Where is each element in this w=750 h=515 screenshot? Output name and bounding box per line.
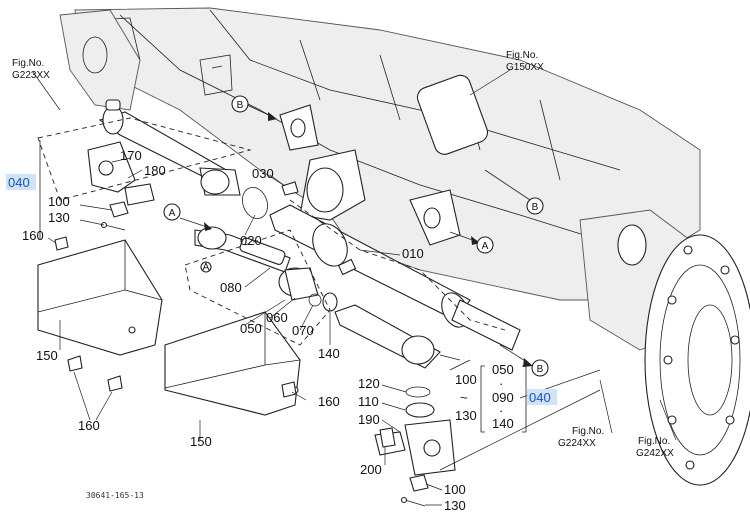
arrow-a1-head: [204, 222, 212, 231]
callout-200[interactable]: 200: [360, 462, 382, 477]
fig-ref-g224-line1: Fig.No.: [572, 426, 604, 437]
callout-130-bottom[interactable]: 130: [444, 498, 466, 513]
callout-150-right[interactable]: 150: [190, 434, 212, 449]
snap-ring-020: [242, 187, 268, 219]
callout-150-left[interactable]: 150: [36, 348, 58, 363]
callout-040-left-highlight: [6, 174, 36, 190]
callout-040-right-highlight: [527, 389, 557, 405]
callout-010[interactable]: 010: [402, 246, 424, 261]
callout-120[interactable]: 120: [358, 376, 380, 391]
range-left-top: 100: [455, 372, 477, 387]
marker-b1-circle: [231, 95, 249, 113]
marker-a3: A: [482, 241, 489, 252]
marker-a1: A: [169, 208, 176, 219]
callout-100-bottom[interactable]: 100: [444, 482, 466, 497]
fig-ref-g224-line2: G224XX: [558, 438, 596, 449]
group-box-right: [289, 199, 506, 331]
marker-b3: B: [537, 364, 544, 375]
callout-160-bottom[interactable]: 160: [78, 418, 100, 433]
marker-b2-circle: [526, 197, 544, 215]
bolt-160-left: [54, 236, 69, 251]
range-right-mid: 090: [492, 390, 514, 405]
arrow-b1-head: [268, 112, 277, 121]
left-knuckle: [59, 9, 141, 111]
knuckle-arm-170: [87, 141, 155, 206]
cotter-pin-130-bottom: [400, 496, 426, 507]
group-box-center: [184, 229, 331, 346]
clip-070: [308, 293, 322, 307]
nut-100-bottom: [409, 474, 429, 492]
arrow-b2-line: [484, 169, 531, 201]
fig-ref-g242-line1: Fig.No.: [638, 436, 670, 447]
callout-170[interactable]: 170: [120, 148, 142, 163]
callout-040-right[interactable]: 040: [529, 390, 551, 405]
callout-020[interactable]: 020: [240, 233, 262, 248]
callout-050[interactable]: 050: [240, 321, 262, 336]
marker-a2-circle: [200, 261, 212, 273]
callout-070[interactable]: 070: [292, 323, 314, 338]
callout-100-left[interactable]: 100: [48, 194, 70, 209]
arrow-b3-head: [523, 358, 533, 367]
marker-a2: A: [203, 262, 210, 273]
callout-060[interactable]: 060: [266, 310, 288, 325]
fig-ref-g223-line2: G223XX: [12, 70, 50, 81]
fig-ref-g150-line1: Fig.No.: [506, 50, 538, 61]
callout-110[interactable]: 110: [358, 394, 379, 409]
housing-bore: [306, 167, 344, 213]
marker-a3-circle: [476, 236, 494, 254]
housing-center-boss: [416, 74, 489, 155]
marker-a1-circle: [163, 203, 181, 221]
group-box-left-upper: [37, 117, 252, 201]
cotter-pin-130-left: [100, 221, 126, 231]
knuckle-arm-190: [374, 419, 456, 476]
callout-080[interactable]: 080: [220, 280, 242, 295]
callout-130-left[interactable]: 130: [48, 210, 70, 225]
fig-ref-g242-line2: G242XX: [636, 448, 674, 459]
marker-b1: B: [237, 100, 244, 111]
cover-150-left: [37, 239, 163, 356]
nut-100-left: [109, 201, 129, 218]
marker-b2: B: [532, 202, 539, 213]
right-axle-hub: [579, 209, 750, 486]
bolt-160-bottom-a: [67, 355, 83, 372]
callout-140[interactable]: 140: [318, 346, 340, 361]
callout-160-left[interactable]: 160: [22, 228, 44, 243]
callout-030[interactable]: 030: [252, 166, 274, 181]
range-dot-b: ·: [499, 403, 503, 418]
range-left-tilde: ~: [460, 390, 468, 405]
washer-140: [322, 292, 338, 312]
range-bracket-right: [522, 365, 527, 433]
fig-ref-g223-line1: Fig.No.: [12, 58, 44, 69]
bolt-200: [379, 427, 396, 448]
callout-190[interactable]: 190: [358, 412, 380, 427]
range-bracket-left: [480, 365, 485, 433]
fig-ref-g150-line2: G150XX: [506, 62, 544, 73]
drawing-code: 30641-165-13: [86, 491, 144, 500]
marker-b3-circle: [531, 359, 549, 377]
seal-110: [405, 402, 435, 418]
cover-150-right: [164, 311, 301, 416]
boot-060: [278, 267, 319, 301]
range-dot-a: ·: [499, 376, 503, 391]
tie-rod-left-end: [98, 99, 241, 196]
callout-160-right[interactable]: 160: [318, 394, 340, 409]
tie-rod-right-end: [334, 304, 441, 369]
range-left-bottom: 130: [455, 408, 477, 423]
bolt-160-bottom-b: [107, 375, 123, 392]
range-right-bottom: 140: [492, 416, 514, 431]
axle-housing: [74, 7, 701, 301]
callout-040-left[interactable]: 040: [8, 175, 30, 190]
range-right-top: 050: [492, 362, 514, 377]
oring-120: [405, 386, 431, 398]
bolt-160-right: [281, 381, 297, 398]
callout-180[interactable]: 180: [144, 163, 166, 178]
grease-nipple-030: [281, 181, 299, 196]
